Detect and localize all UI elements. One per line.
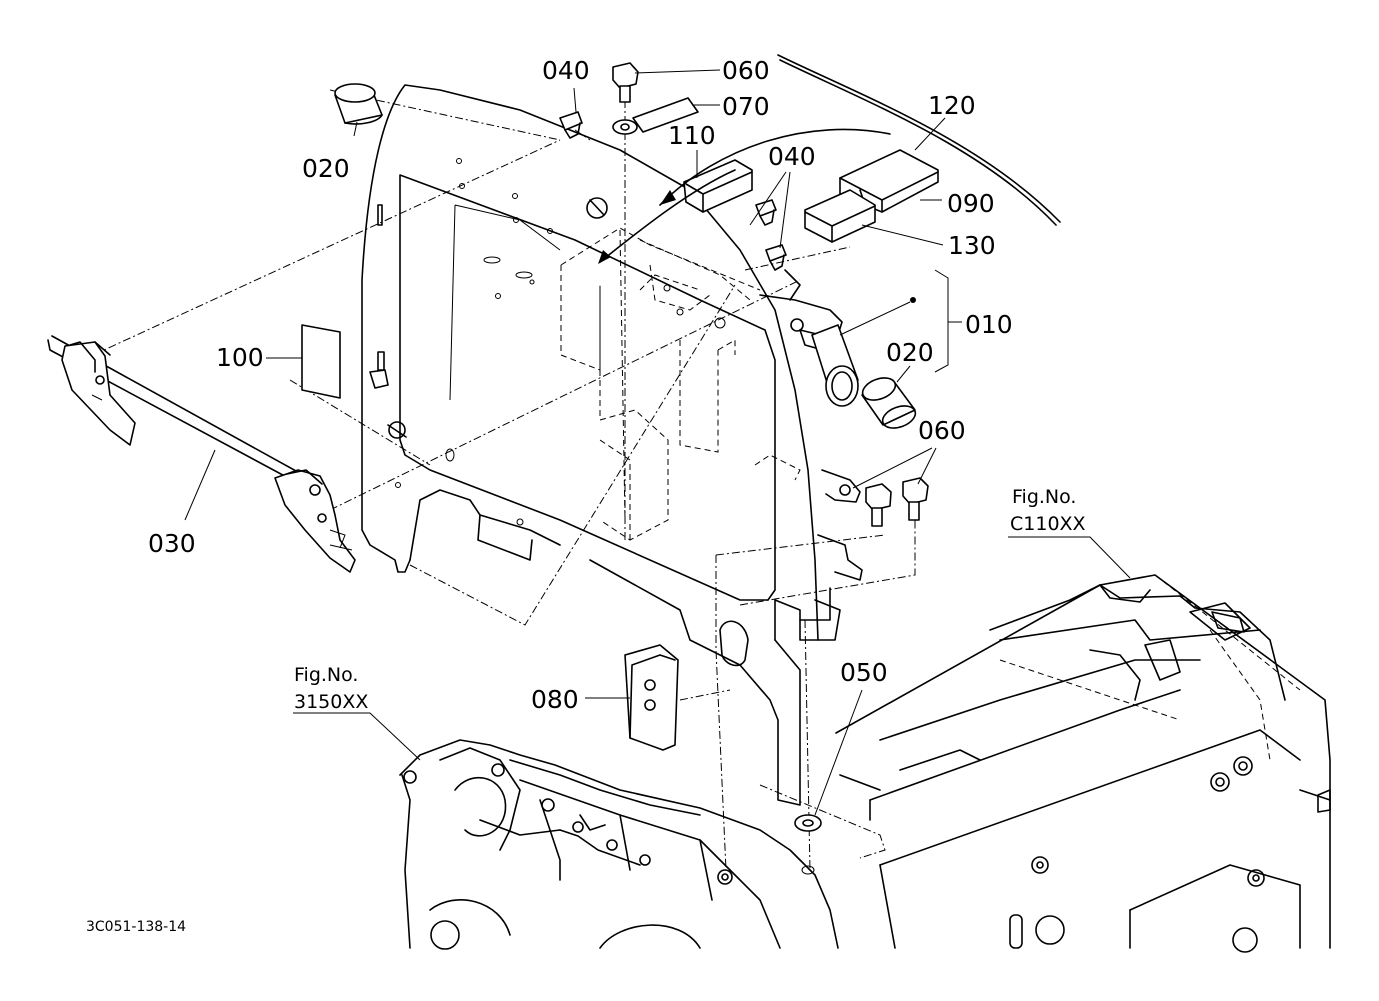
callout-070: 070 (722, 92, 770, 121)
part-020-bushing-right (861, 377, 917, 429)
part-020-bushing-top (334, 83, 383, 125)
hidden-line-guides (64, 89, 916, 871)
part-110-cushion (683, 159, 753, 213)
callout-050: 050 (840, 658, 888, 687)
fig-ref-left-label: Fig.No. (294, 664, 358, 686)
part-100-plate (301, 324, 341, 399)
part-130-bracket (804, 189, 876, 243)
part-050-washer (794, 814, 822, 875)
part-120-seal-strip (777, 54, 1061, 226)
callout-020-top: 020 (302, 154, 350, 183)
callout-060-top: 060 (722, 56, 770, 85)
callout-030: 030 (148, 529, 196, 558)
part-080-plate (624, 644, 679, 751)
callout-020-right: 020 (886, 338, 934, 367)
transmission-housing-right (835, 574, 1331, 953)
callout-110: 110 (668, 121, 716, 150)
callout-130: 130 (948, 231, 996, 260)
drawing-code: 3C051-138-14 (86, 919, 186, 935)
figure-references: Fig.No. C110XX Fig.No. 3150XX (294, 486, 1086, 713)
part-070-strap (632, 97, 699, 133)
callout-090: 090 (947, 189, 995, 218)
part-callouts: 040 060 070 120 110 040 020 090 130 010 … (148, 56, 1013, 714)
callout-040-middle: 040 (768, 142, 816, 171)
part-060-bolts-right (865, 477, 929, 527)
part-030-rod-assembly (47, 335, 356, 573)
part-040-bolt-lower (765, 244, 787, 271)
part-060-bolt-top (612, 62, 639, 135)
fig-ref-left-number: 3150XX (294, 691, 368, 713)
front-panel-frame (361, 84, 863, 806)
callout-010: 010 (965, 310, 1013, 339)
part-040-bolt-top (559, 111, 583, 139)
callout-080: 080 (531, 685, 579, 714)
assembly-arrows (598, 128, 891, 264)
callout-060-right: 060 (918, 416, 966, 445)
callout-100: 100 (216, 343, 264, 372)
part-010-hinge-bracket (811, 324, 859, 407)
leader-lines (184, 69, 1131, 816)
transmission-housing-left (399, 739, 839, 950)
callout-040-top: 040 (542, 56, 590, 85)
callout-120: 120 (928, 91, 976, 120)
fig-ref-right-number: C110XX (1010, 513, 1086, 535)
fig-ref-right-label: Fig.No. (1012, 486, 1076, 508)
